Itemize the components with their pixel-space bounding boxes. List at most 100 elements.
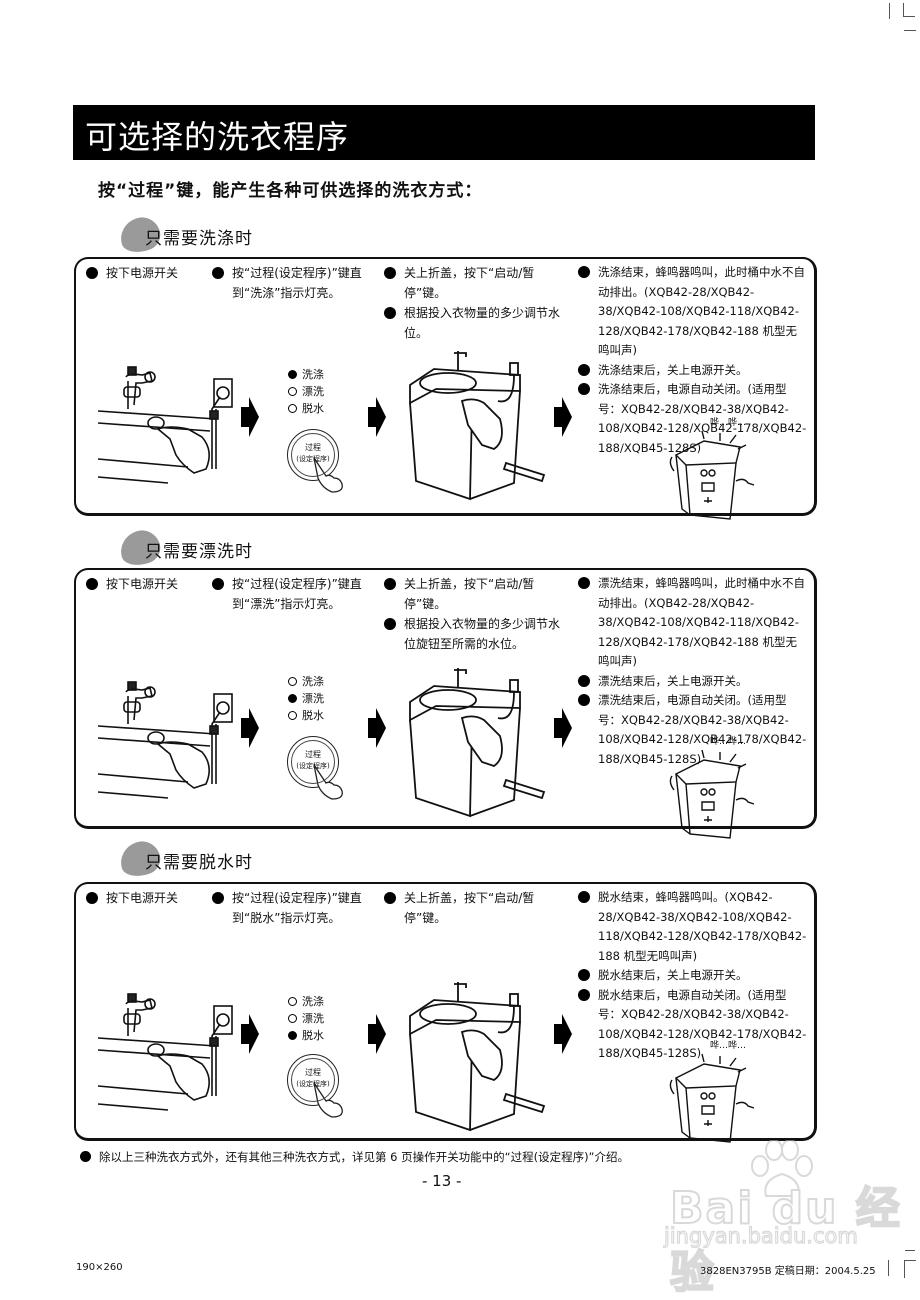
page-number: - 13 - <box>422 1172 462 1190</box>
page-title: 可选择的洗衣程序 <box>85 118 350 156</box>
beep-text: 哗…哗… <box>710 416 746 428</box>
section-panel-2: 按下电源开关 按“过程(设定程序)”键直到“脱水”指示灯亮。 关上折盖，按下“启… <box>74 882 817 1143</box>
step1-column: 按下电源开关 <box>84 574 204 594</box>
faucet-and-power-illustration <box>98 681 233 799</box>
step4-text: 洗涤结束后，关上电源开关。 <box>598 362 748 377</box>
step2-text: 按“过程(设定程序)”键直到“脱水”指示灯亮。 <box>232 891 362 925</box>
bullet-icon <box>86 267 98 279</box>
bullet-icon <box>578 266 590 278</box>
step3-text: 关上折盖，按下“启动/暂停”键。 <box>404 577 535 611</box>
next-step-arrow-icon <box>368 708 386 748</box>
bullet-icon <box>212 892 224 904</box>
indicator-wash: 洗涤 <box>288 994 324 1011</box>
crop-mark <box>905 1250 915 1251</box>
step4-item: 漂洗结束后，电源自动关闭。(适用型号：XQB42-28/XQB42-38/XQB… <box>576 691 808 769</box>
indicator-wash: 洗涤 <box>288 367 324 384</box>
bullet-icon <box>384 618 396 630</box>
next-step-arrow-icon <box>368 397 386 437</box>
step4-text: 脱水结束后，关上电源开关。 <box>598 968 748 982</box>
washing-machine-lid-illustration <box>409 351 546 501</box>
step4-text: 漂洗结束，蜂鸣器鸣叫，此时桶中水不自动排出。(XQB42-28/XQB42-38… <box>598 576 805 668</box>
step4-column: 洗涤结束，蜂鸣器鸣叫，此时桶中水不自动排出。(XQB42-28/XQB42-38… <box>576 263 808 458</box>
next-step-arrow-icon <box>368 1014 386 1054</box>
program-indicator-lights: 洗涤 漂洗 脱水 <box>288 994 324 1045</box>
crop-mark <box>904 1260 905 1278</box>
indicator-label: 脱水 <box>302 1029 324 1042</box>
footnote: 除以上三种洗衣方式外，还有其他三种洗衣方式，详见第 6 页操作开关功能中的“过程… <box>80 1149 629 1165</box>
program-button[interactable]: 过程 (设定程序) <box>287 429 343 493</box>
indicator-spin: 脱水 <box>288 401 324 418</box>
next-step-arrow-icon <box>554 1014 572 1054</box>
footer-doc-code: 3828EN3795B 定稿日期：2004.5.25 <box>700 1266 876 1277</box>
step4-item: 漂洗结束后，关上电源开关。 <box>576 672 808 692</box>
indicator-label: 漂洗 <box>302 1012 324 1025</box>
bullet-icon <box>384 307 396 319</box>
bullet-icon <box>578 383 590 395</box>
step4-text: 洗涤结束，蜂鸣器鸣叫，此时桶中水不自动排出。(XQB42-28/XQB42-38… <box>598 265 805 357</box>
crop-mark <box>903 3 904 17</box>
bullet-icon <box>86 578 98 590</box>
step3-column: 关上折盖，按下“启动/暂停”键。根据投入衣物量的多少调节水位。 <box>382 263 562 343</box>
indicator-wash: 洗涤 <box>288 674 324 691</box>
indicator-light-icon <box>288 997 297 1006</box>
beeping-machine-cartoon: 哗…哗… <box>669 416 755 520</box>
step4-text: 漂洗结束后，电源自动关闭。(适用型号：XQB42-28/XQB42-38/XQB… <box>598 693 807 766</box>
step4-column: 脱水结束，蜂鸣器鸣叫。(XQB42-28/XQB42-38/XQB42-108/… <box>576 888 808 1064</box>
indicator-label: 脱水 <box>302 709 324 722</box>
step2-column: 按“过程(设定程序)”键直到“脱水”指示灯亮。 <box>210 888 370 928</box>
program-button[interactable]: 过程 (设定程序) <box>287 736 343 800</box>
crop-mark <box>904 30 916 31</box>
step3-item: 根据投入衣物量的多少调节水位。 <box>382 303 562 343</box>
step3-text: 根据投入衣物量的多少调节水位旋钮至所需的水位。 <box>404 617 561 651</box>
step1-column: 按下电源开关 <box>84 888 204 908</box>
step3-item: 关上折盖，按下“启动/暂停”键。 <box>382 888 562 928</box>
indicator-light-icon <box>288 387 297 396</box>
step3-column: 关上折盖，按下“启动/暂停”键。根据投入衣物量的多少调节水位旋钮至所需的水位。 <box>382 574 562 654</box>
step3-text: 根据投入衣物量的多少调节水位。 <box>404 306 561 340</box>
indicator-rinse: 漂洗 <box>288 1011 324 1028</box>
bullet-icon <box>578 674 590 687</box>
indicator-rinse: 漂洗 <box>288 691 324 708</box>
step4-text: 洗涤结束后，电源自动关闭。(适用型号：XQB42-28/XQB42-38/XQB… <box>598 382 807 455</box>
step3-text: 关上折盖，按下“启动/暂停”键。 <box>404 266 535 300</box>
bullet-icon <box>212 267 224 279</box>
step4-item: 洗涤结束后，电源自动关闭。(适用型号：XQB42-28/XQB42-38/XQB… <box>576 380 808 458</box>
faucet-and-power-illustration <box>98 366 233 484</box>
bullet-icon <box>578 363 590 376</box>
indicator-light-icon <box>288 677 297 686</box>
program-button-sublabel: (设定程序) <box>296 455 330 463</box>
crop-mark <box>904 1260 916 1261</box>
next-step-arrow-icon <box>241 1014 259 1054</box>
bullet-icon <box>578 988 590 1001</box>
indicator-label: 漂洗 <box>302 692 324 705</box>
crop-mark <box>888 1260 889 1276</box>
indicator-light-icon <box>288 1014 297 1023</box>
footer-size: 190×260 <box>76 1262 123 1273</box>
bullet-icon <box>578 577 590 589</box>
program-indicator-lights: 洗涤 漂洗 脱水 <box>288 367 324 418</box>
indicator-label: 漂洗 <box>302 385 324 398</box>
baidu-watermark: Bai du 经验 jingyan.baidu.com <box>640 1140 910 1299</box>
bullet-icon <box>384 892 396 904</box>
step1-text: 按下电源开关 <box>106 577 179 591</box>
crop-mark <box>903 16 915 17</box>
step4-item: 脱水结束后，电源自动关闭。(适用型号：XQB42-28/XQB42-38/XQB… <box>576 986 808 1064</box>
program-button-label: 过程 <box>305 1068 321 1077</box>
step2-text: 按“过程(设定程序)”键直到“洗涤”指示灯亮。 <box>232 266 362 300</box>
program-indicator-lights: 洗涤 漂洗 脱水 <box>288 674 324 725</box>
washing-machine-lid-illustration <box>409 668 546 818</box>
step4-item: 脱水结束后，关上电源开关。 <box>576 966 808 986</box>
program-button[interactable]: 过程 (设定程序) <box>287 1054 343 1118</box>
bullet-icon <box>578 891 590 903</box>
indicator-light-icon <box>288 694 297 703</box>
step4-text: 脱水结束，蜂鸣器鸣叫。(XQB42-28/XQB42-38/XQB42-108/… <box>598 890 807 963</box>
paw-logo-icon <box>751 1140 813 1197</box>
indicator-light-icon <box>288 404 297 413</box>
washing-machine-lid-illustration <box>409 982 546 1132</box>
section-heading-text: 只需要漂洗时 <box>145 542 253 562</box>
indicator-label: 洗涤 <box>302 995 324 1008</box>
program-button-sublabel: (设定程序) <box>296 1080 330 1088</box>
section-panel-1: 按下电源开关 按“过程(设定程序)”键直到“漂洗”指示灯亮。 关上折盖，按下“启… <box>74 568 817 839</box>
indicator-rinse: 漂洗 <box>288 384 324 401</box>
step1-text: 按下电源开关 <box>106 891 179 905</box>
